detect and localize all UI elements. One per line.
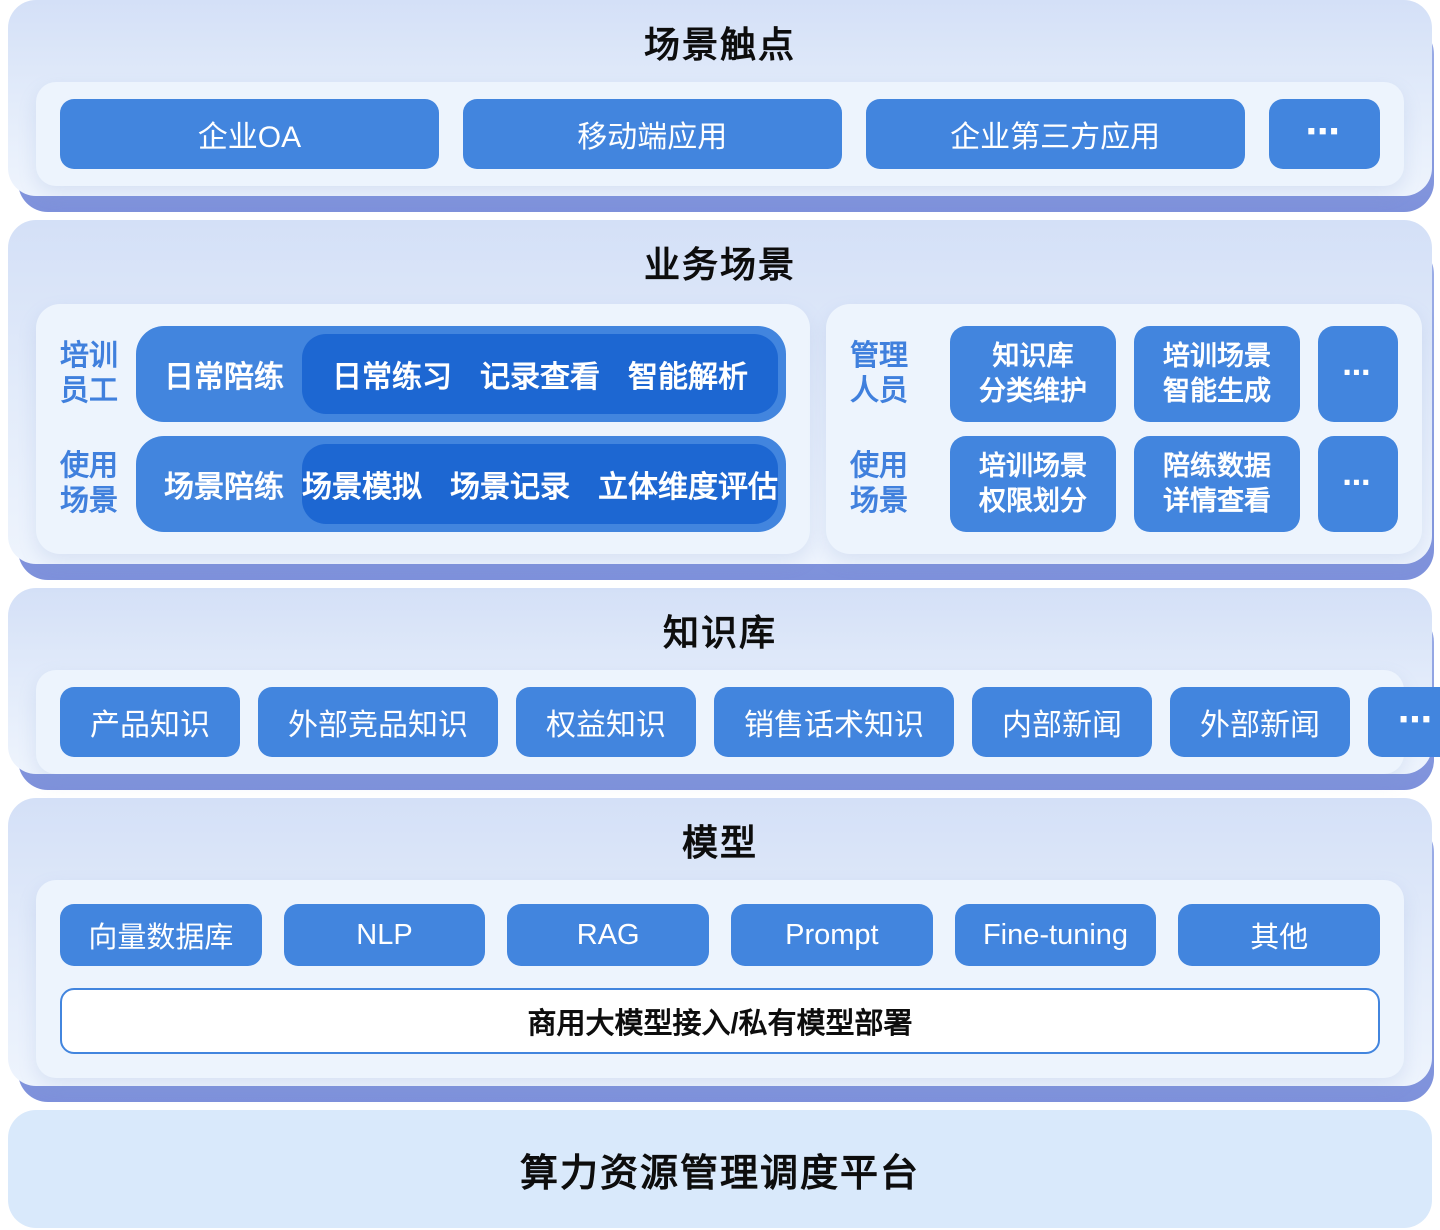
knowledge-box-internal-news: 内部新闻: [972, 687, 1152, 757]
ellipsis-icon: ⋯: [1342, 356, 1374, 388]
training-row-daily: 培训 员工 日常陪练 日常练习 记录查看 智能解析: [60, 326, 787, 422]
training-staff-panel: 培训 员工 日常陪练 日常练习 记录查看 智能解析 使用: [36, 304, 811, 554]
pill-item: 场景模拟: [302, 471, 423, 504]
layer-card: 知识库 产品知识 外部竞品知识 权益知识 销售话术知识 内部新闻 外部新闻 ⋯: [8, 588, 1440, 774]
training-staff-label: 培训 员工: [60, 340, 119, 407]
layer-computing-platform: 算力资源管理调度平台: [0, 1110, 1440, 1228]
touchpoint-box-more: ⋯: [1268, 99, 1380, 169]
model-access-banner: 商用大模型接入/私有模型部署: [60, 988, 1380, 1054]
touchpoint-box-third-party-app: 企业第三方应用: [865, 99, 1245, 169]
sparring-data-detail-box: 陪练数据 详情查看: [1134, 436, 1301, 532]
layer-title: 模型: [681, 822, 758, 863]
ellipsis-icon: ⋯: [1398, 701, 1435, 739]
pill-item: 记录查看: [480, 361, 601, 394]
management-more-box: ⋯: [1318, 326, 1399, 422]
management-more-box: ⋯: [1318, 436, 1399, 532]
layer-scene-touchpoints: 场景触点 企业OA 移动端应用 企业第三方应用 ⋯: [0, 0, 1440, 212]
scene-sparring-pill: 场景陪练 场景模拟 场景记录 立体维度评估: [136, 436, 787, 532]
management-staff-label: 管理 人员: [850, 340, 909, 407]
training-row-scene: 使用 场景 场景陪练 场景模拟 场景记录 立体维度评估: [60, 436, 787, 532]
model-box-vector-db: 向量数据库: [60, 904, 262, 966]
daily-sparring-items: 日常练习 记录查看 智能解析: [302, 334, 779, 414]
model-box-prompt: Prompt: [731, 904, 933, 966]
daily-sparring-label: 日常陪练: [164, 361, 285, 394]
model-container: 向量数据库 NLP RAG Prompt Fine-tuning 其他 商用大模…: [36, 880, 1404, 1078]
usage-scene-label: 使用 场景: [60, 450, 119, 517]
model-box-nlp: NLP: [283, 904, 486, 966]
layer-card: 场景触点 企业OA 移动端应用 企业第三方应用 ⋯: [8, 0, 1432, 196]
knowledge-box-sales-script: 销售话术知识: [714, 687, 954, 757]
knowledge-box-more: ⋯: [1368, 687, 1440, 757]
permission-division-box: 培训场景 权限划分: [950, 436, 1117, 532]
touchpoint-box-mobile-app: 移动端应用: [462, 99, 842, 169]
model-box-rag: RAG: [507, 904, 710, 966]
layer-card: 业务场景 培训 员工 日常陪练 日常练习 记录查看 智能解析: [8, 220, 1432, 564]
pill-item: 场景记录: [450, 471, 571, 504]
scene-generation-box: 培训场景 智能生成: [1134, 326, 1301, 422]
knowledge-box-benefits: 权益知识: [516, 687, 696, 757]
management-row-2: 使用 场景 培训场景 权限划分 陪练数据 详情查看 ⋯: [850, 436, 1399, 532]
layer-knowledge-base: 知识库 产品知识 外部竞品知识 权益知识 销售话术知识 内部新闻 外部新闻 ⋯: [0, 588, 1440, 790]
management-staff-panel: 管理 人员 知识库 分类维护 培训场景 智能生成 ⋯ 使用: [826, 304, 1423, 554]
knowledge-box-competitor: 外部竞品知识: [258, 687, 498, 757]
model-box-other: 其他: [1178, 904, 1381, 966]
layer-title: 知识库: [662, 612, 777, 653]
layer-card: 算力资源管理调度平台: [8, 1110, 1432, 1228]
knowledge-row: 产品知识 外部竞品知识 权益知识 销售话术知识 内部新闻 外部新闻 ⋯: [36, 670, 1440, 774]
touchpoint-box-enterprise-oa: 企业OA: [60, 99, 439, 169]
touchpoints-row: 企业OA 移动端应用 企业第三方应用 ⋯: [36, 82, 1404, 186]
management-row-1: 管理 人员 知识库 分类维护 培训场景 智能生成 ⋯: [850, 326, 1399, 422]
knowledge-box-external-news: 外部新闻: [1170, 687, 1350, 757]
layer-business-scenarios: 业务场景 培训 员工 日常陪练 日常练习 记录查看 智能解析: [0, 220, 1440, 580]
daily-sparring-pill: 日常陪练 日常练习 记录查看 智能解析: [136, 326, 787, 422]
layer-card: 模型 向量数据库 NLP RAG Prompt Fine-tuning 其他 商…: [8, 798, 1432, 1086]
pill-item: 智能解析: [628, 361, 749, 394]
ellipsis-icon: ⋯: [1305, 113, 1343, 151]
scene-sparring-label: 场景陪练: [164, 471, 285, 504]
ellipsis-icon: ⋯: [1342, 466, 1374, 498]
layer-title: 业务场景: [643, 244, 796, 285]
kb-maintenance-box: 知识库 分类维护: [950, 326, 1117, 422]
scene-sparring-items: 场景模拟 场景记录 立体维度评估: [302, 444, 779, 524]
business-panels: 培训 员工 日常陪练 日常练习 记录查看 智能解析 使用: [36, 304, 1423, 554]
platform-title: 算力资源管理调度平台: [519, 1152, 920, 1195]
layer-model: 模型 向量数据库 NLP RAG Prompt Fine-tuning 其他 商…: [0, 798, 1440, 1102]
knowledge-box-product: 产品知识: [60, 687, 240, 757]
pill-item: 日常练习: [332, 361, 453, 394]
model-box-fine-tuning: Fine-tuning: [954, 904, 1157, 966]
usage-scene-label: 使用 场景: [850, 450, 909, 517]
layer-title: 场景触点: [643, 24, 796, 65]
pill-item: 立体维度评估: [598, 471, 779, 504]
model-row: 向量数据库 NLP RAG Prompt Fine-tuning 其他: [60, 904, 1381, 966]
